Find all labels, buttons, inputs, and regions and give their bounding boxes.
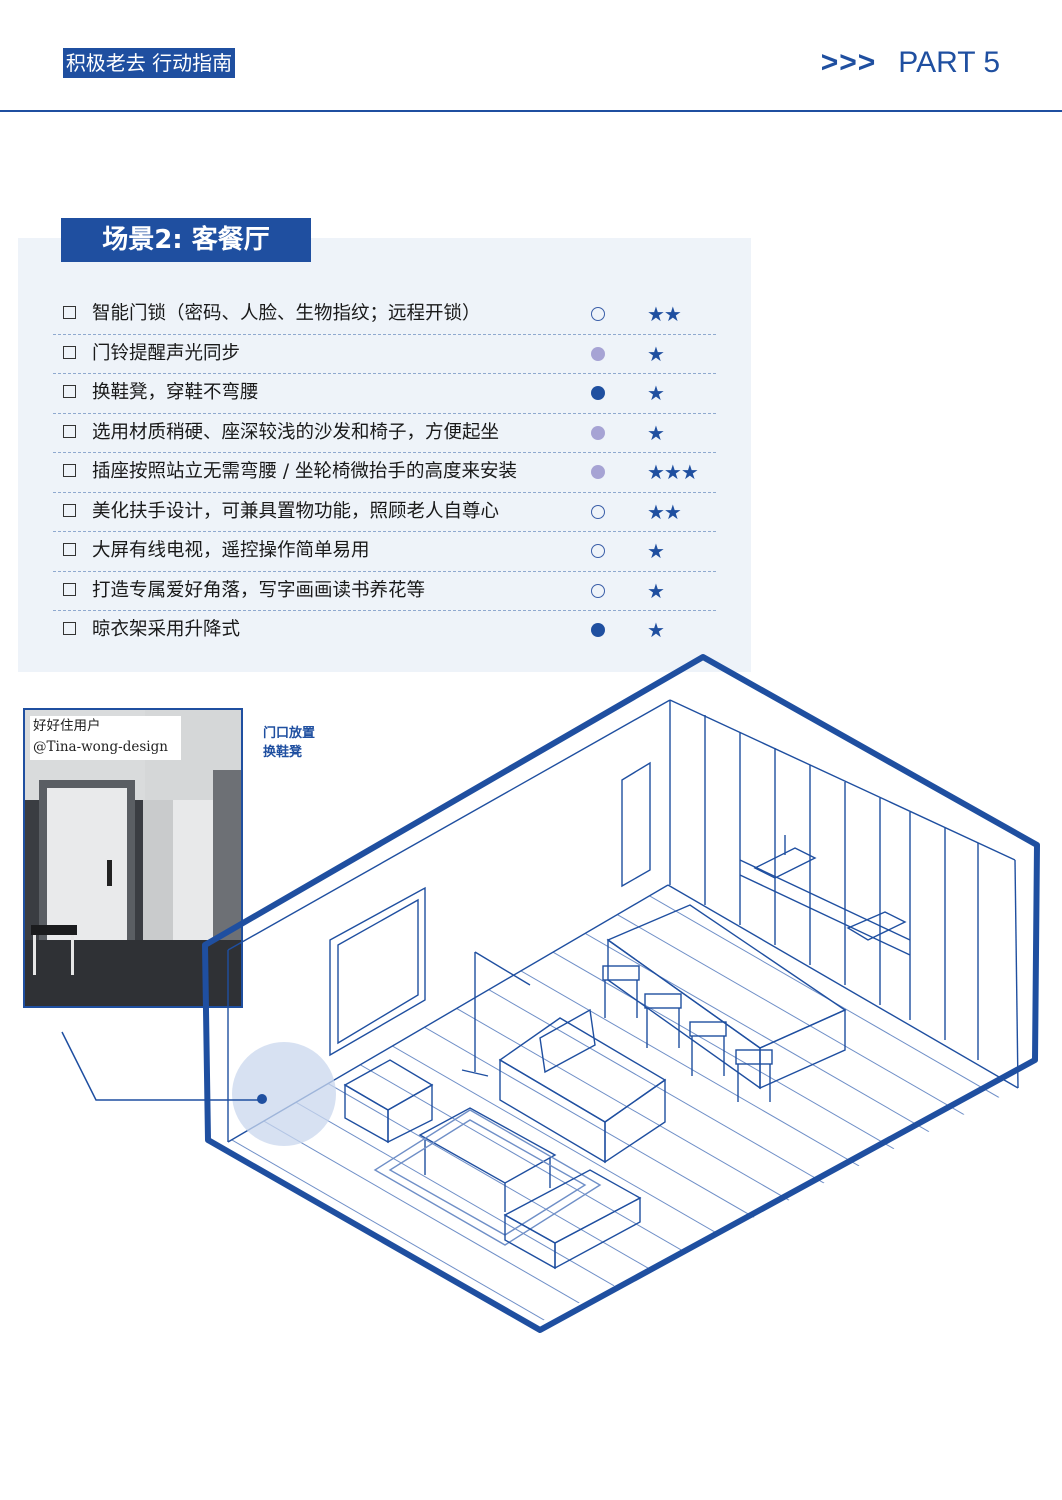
star-rating-icon: ★★	[647, 499, 682, 524]
star-rating-icon: ★	[647, 578, 665, 603]
item-text: 美化扶手设计，可兼具置物功能，照顾老人自尊心	[92, 500, 500, 522]
rating-dot-icon	[591, 346, 605, 361]
checklist: 智能门锁（密码、人脸、生物指纹；远程开锁） ★★ 门铃提醒声光同步 ★ 换鞋凳，…	[53, 295, 716, 650]
checklist-item: 插座按照站立无需弯腰 / 坐轮椅微抬手的高度来安装 ★★★	[53, 453, 716, 493]
checkbox[interactable]	[63, 306, 76, 319]
checklist-item: 大屏有线电视，遥控操作简单易用 ★	[53, 532, 716, 572]
caption-author: @Tina-wong-design	[33, 739, 168, 755]
rating-dot-icon	[591, 623, 605, 637]
item-text: 选用材质稍硬、座深较浅的沙发和椅子，方便起坐	[92, 421, 500, 443]
checkbox[interactable]	[63, 582, 76, 596]
checkbox[interactable]	[63, 464, 76, 477]
rating-dot-icon	[591, 307, 605, 321]
checklist-item: 打造专属爱好角落，写字画画读书养花等 ★	[53, 572, 716, 611]
checklist-panel	[18, 238, 751, 672]
star-rating-icon: ★	[647, 618, 665, 642]
part-label: >>> PART 5	[821, 40, 1000, 86]
star-rating-icon: ★	[647, 341, 665, 366]
checklist-item: 选用材质稍硬、座深较浅的沙发和椅子，方便起坐 ★	[53, 414, 716, 453]
item-text: 打造专属爱好角落，写字画画读书养花等	[92, 579, 426, 601]
checkbox[interactable]	[63, 345, 76, 359]
checkbox[interactable]	[63, 503, 76, 517]
star-rating-icon: ★	[647, 420, 665, 445]
scene-title: 场景2: 客餐厅	[61, 218, 311, 262]
star-rating-icon: ★	[647, 539, 665, 563]
checklist-item: 换鞋凳，穿鞋不弯腰 ★	[53, 374, 716, 414]
item-text: 换鞋凳，穿鞋不弯腰	[92, 382, 259, 403]
callout-text: 门口放置 换鞋凳	[263, 724, 315, 762]
photo-caption: 好好住用户 @Tina-wong-design	[30, 716, 181, 760]
rating-dot-icon	[591, 425, 605, 440]
checklist-item: 晾衣架采用升降式 ★	[53, 611, 716, 650]
rating-dot-icon	[591, 583, 605, 598]
callout-line2: 换鞋凳	[263, 745, 303, 760]
checklist-item: 美化扶手设计，可兼具置物功能，照顾老人自尊心 ★★	[53, 493, 716, 532]
item-text: 插座按照站立无需弯腰 / 坐轮椅微抬手的高度来安装	[92, 461, 517, 482]
rating-dot-icon	[591, 386, 605, 400]
checkbox[interactable]	[63, 385, 76, 398]
checklist-item: 智能门锁（密码、人脸、生物指纹；远程开锁） ★★	[53, 295, 716, 335]
checkbox[interactable]	[63, 424, 76, 438]
item-text: 门铃提醒声光同步	[92, 342, 241, 364]
checklist-item: 门铃提醒声光同步 ★	[53, 335, 716, 374]
header-divider	[0, 110, 1062, 112]
star-rating-icon: ★★★	[647, 460, 699, 484]
rating-dot-icon	[591, 544, 605, 558]
rating-dot-icon	[591, 465, 605, 479]
part-number: PART 5	[898, 46, 1000, 79]
item-text: 大屏有线电视，遥控操作简单易用	[92, 540, 370, 561]
guide-tag: 积极老去 行动指南	[63, 48, 235, 78]
callout-line1: 门口放置	[263, 726, 316, 741]
checkbox[interactable]	[63, 543, 76, 556]
star-rating-icon: ★	[647, 381, 665, 405]
star-rating-icon: ★★	[647, 302, 682, 326]
rating-dot-icon	[591, 504, 605, 519]
caption-source: 好好住用户	[33, 718, 101, 734]
chevron-arrows-icon: >>>	[820, 46, 877, 79]
checkbox[interactable]	[63, 622, 76, 635]
item-text: 晾衣架采用升降式	[92, 619, 241, 640]
item-text: 智能门锁（密码、人脸、生物指纹；远程开锁）	[92, 303, 481, 324]
